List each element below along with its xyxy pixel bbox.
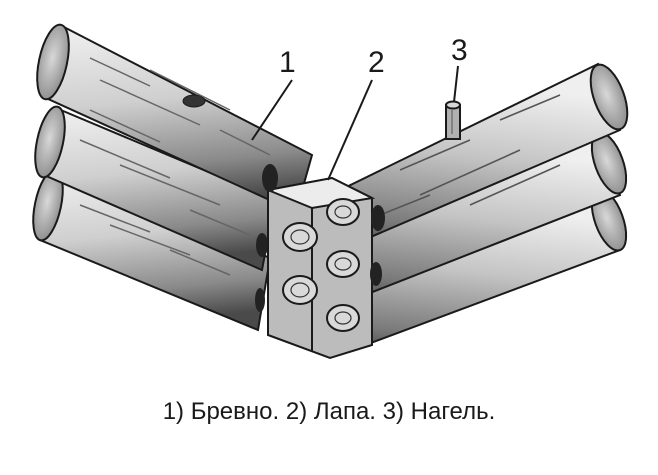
leader-2 xyxy=(327,79,373,181)
right-log-top xyxy=(328,62,629,247)
dowel-nagel xyxy=(445,100,461,140)
callout-number-2: 2 xyxy=(368,46,385,79)
callout-leaders xyxy=(251,65,459,181)
leader-1 xyxy=(251,79,293,141)
left-log-bottom xyxy=(32,168,272,332)
callout-number-3: 3 xyxy=(451,34,468,67)
callout-number-1: 1 xyxy=(279,46,296,79)
right-wall-logs xyxy=(328,62,629,352)
left-wall-logs xyxy=(32,23,314,332)
left-log-top xyxy=(36,23,314,214)
corner-joint-lapa xyxy=(255,164,385,360)
leader-3 xyxy=(453,65,459,103)
figure-caption: 1) Бревно. 2) Лапа. 3) Нагель. xyxy=(162,398,496,425)
log-corner-diagram: 1 2 3 xyxy=(32,23,629,360)
